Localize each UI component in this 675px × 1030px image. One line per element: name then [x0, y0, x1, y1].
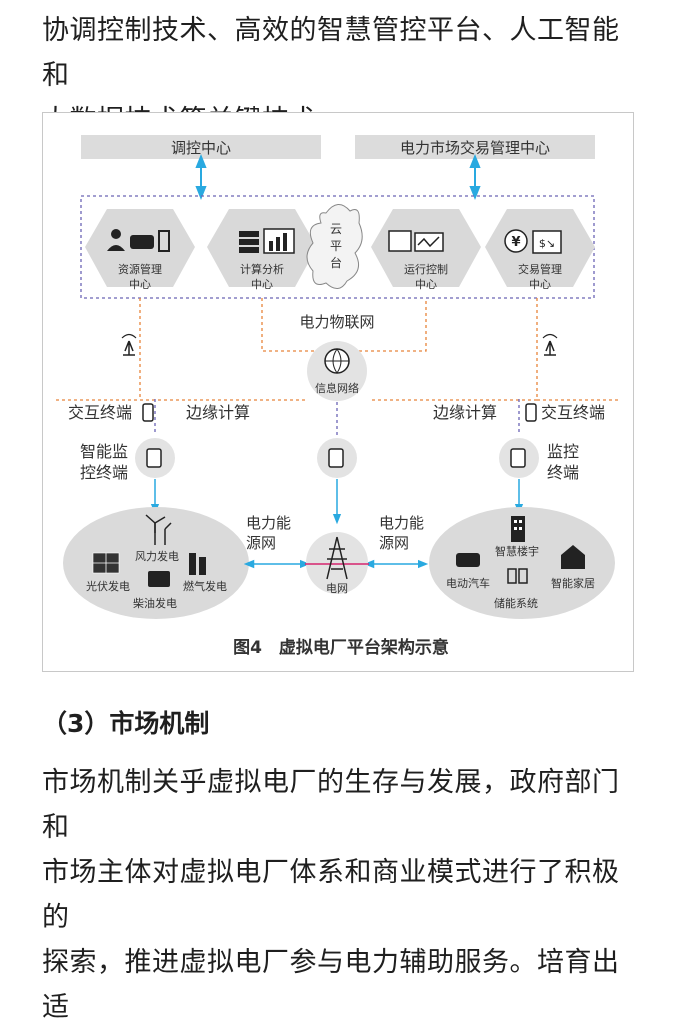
edge-links — [154, 399, 520, 435]
trading-center-line2: 中心 — [529, 278, 551, 291]
energy-net-left-line2: 源网 — [246, 534, 276, 552]
generation-cluster — [63, 507, 249, 619]
phone-icon — [525, 403, 537, 422]
resource-center-line2: 中心 — [129, 278, 151, 291]
section-heading: （3）市场机制 — [42, 709, 210, 738]
diesel-generator-icon — [148, 571, 170, 587]
server-icon — [239, 231, 259, 237]
svg-text:¥: ¥ — [511, 235, 520, 250]
edge-computing-left: 边缘计算 — [186, 403, 250, 422]
compute-center-line2: 中心 — [251, 278, 273, 291]
body-line: 市场主体对虚拟电厂体系和商业模式进行了积极的 — [42, 857, 620, 933]
smart-monitor-line2: 控终端 — [80, 463, 128, 482]
energy-net-left-line1: 电力能 — [246, 514, 291, 532]
operation-center-line2: 中心 — [415, 278, 437, 291]
transmission-tower-icon — [326, 536, 348, 580]
control-center-label: 调控中心 — [171, 139, 231, 157]
compute-center: 计算分析 中心 — [207, 209, 317, 291]
intro-line: 协调控制技术、高效的智慧管控平台、人工智能和 — [42, 15, 620, 91]
body-paragraph: 市场机制关乎虚拟电厂的生存与发展，政府部门和 市场主体对虚拟电厂体系和商业模式进… — [42, 760, 642, 1030]
ev-label: 电动汽车 — [446, 576, 490, 590]
terminal-device-icon — [328, 448, 344, 468]
info-network-label: 信息网络 — [315, 381, 359, 395]
cloud-icon — [306, 204, 363, 289]
smart-home-icon — [561, 545, 585, 569]
storage-battery-icon — [507, 568, 528, 584]
energy-net-right-line2: 源网 — [379, 534, 409, 552]
interactive-terminal-right: 交互终端 — [541, 403, 605, 422]
trading-center: ¥ $↘ 交易管理 中心 — [485, 209, 595, 291]
resource-center: 资源管理 中心 — [85, 209, 195, 291]
interactive-terminal-left: 交互终端 — [68, 403, 132, 422]
grid-node — [306, 532, 368, 594]
body-line: 探索，推进虚拟电厂参与电力辅助服务。培育出适 — [42, 947, 620, 1023]
resource-center-line1: 资源管理 — [118, 262, 162, 276]
figure-caption: 图4 虚拟电厂平台架构示意 — [233, 637, 449, 658]
iot-label: 电力物联网 — [299, 313, 374, 331]
gas-power-label: 燃气发电 — [183, 579, 227, 593]
load-cluster — [429, 507, 615, 619]
phone-icon — [142, 403, 154, 422]
person-icon — [111, 229, 121, 239]
ev-icon — [456, 553, 480, 567]
gas-plant-icon — [189, 553, 206, 575]
terminal-device-icon — [510, 448, 526, 468]
trading-center-line1: 交易管理 — [518, 262, 562, 276]
battery-icon — [158, 230, 170, 252]
cloud-char-2: 平 — [330, 239, 342, 253]
smart-building-label: 智慧楼宇 — [495, 544, 539, 558]
monitor-terminal-right-line2: 终端 — [547, 463, 579, 482]
cloud-platform: 云 平 台 — [306, 204, 363, 289]
smart-monitor-line1: 智能监 — [80, 442, 128, 461]
body-line: 市场机制关乎虚拟电厂的生存与发展，政府部门和 — [42, 767, 620, 843]
storage-label: 储能系统 — [494, 596, 538, 610]
monitor-terminal-right-line1: 监控 — [547, 442, 579, 461]
control-panel-icon — [388, 230, 412, 252]
energy-net-right-line1: 电力能 — [379, 514, 424, 532]
diesel-power-label: 柴油发电 — [133, 596, 177, 610]
market-trading-center-label: 电力市场交易管理中心 — [400, 139, 550, 157]
building-icon — [511, 516, 525, 542]
grid-label: 电网 — [326, 582, 348, 595]
wind-turbine-icon — [145, 514, 172, 545]
smart-home-label: 智能家居 — [551, 576, 595, 590]
cloud-char-3: 台 — [330, 255, 342, 270]
architecture-figure: 调控中心 电力市场交易管理中心 资源管理 中心 计算分析 中心 云 平 台 — [42, 112, 634, 672]
trade-screen-icon — [532, 230, 562, 254]
pv-power-label: 光伏发电 — [86, 579, 130, 593]
wind-power-label: 风力发电 — [135, 549, 179, 563]
yen-icon — [504, 229, 528, 253]
svg-text:$↘: $↘ — [539, 237, 555, 250]
edge-computing-right: 边缘计算 — [433, 403, 497, 422]
operation-center: 运行控制 中心 — [371, 209, 481, 291]
cloud-char-1: 云 — [330, 222, 342, 236]
monitor-icon — [414, 232, 444, 252]
architecture-diagram: 调控中心 电力市场交易管理中心 资源管理 中心 计算分析 中心 云 平 台 — [56, 135, 618, 658]
antenna-icon — [542, 333, 558, 356]
antenna-icon — [121, 333, 137, 356]
compute-center-line1: 计算分析 — [240, 262, 284, 276]
terminal-device-icon — [146, 448, 162, 468]
operation-center-line1: 运行控制 — [404, 262, 448, 276]
car-icon — [130, 235, 154, 249]
